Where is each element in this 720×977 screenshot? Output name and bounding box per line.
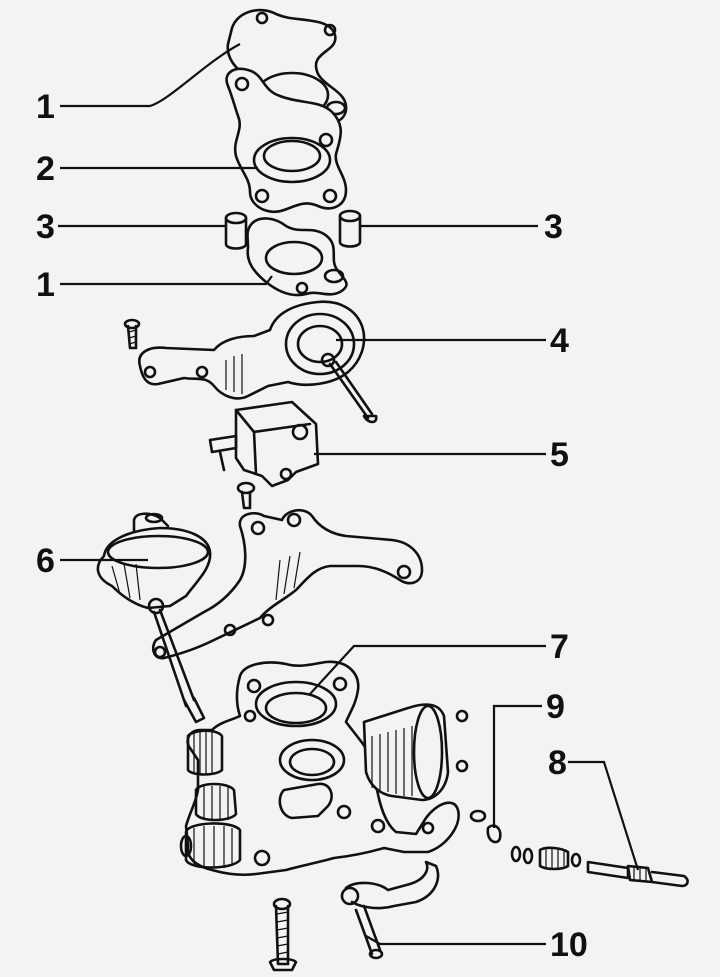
callout-labels: 1 2 3 3 1 4 5 6 7 9 8 10 <box>36 88 588 964</box>
callout-6: 6 <box>36 542 55 580</box>
callout-3-left: 3 <box>36 208 55 246</box>
leader-lines <box>58 43 640 946</box>
callout-2: 2 <box>36 150 55 188</box>
leader-1a <box>60 43 241 108</box>
vacuum-unit-with-bracket <box>96 508 424 724</box>
callout-1-upper: 1 <box>36 88 55 126</box>
screw-middle <box>236 481 256 510</box>
bracket-with-pulldown-diaphragm <box>138 300 378 424</box>
callout-9: 9 <box>546 688 565 726</box>
callout-3-right: 3 <box>544 208 563 246</box>
leader-7 <box>309 644 546 695</box>
callout-8: 8 <box>548 744 567 782</box>
leader-10 <box>365 935 546 946</box>
leader-9 <box>492 704 542 828</box>
spacer-sleeve-right <box>338 209 362 248</box>
callout-4: 4 <box>550 322 569 360</box>
lower-gasket <box>246 217 348 297</box>
long-mounting-screw <box>268 897 298 972</box>
leader-8 <box>568 760 640 871</box>
idle-mixture-screw <box>510 845 689 888</box>
spacer-sleeve-left <box>224 211 248 250</box>
throttle-body <box>179 660 469 877</box>
valve-block <box>208 400 320 488</box>
idle-seal-ring <box>469 809 502 844</box>
callout-7: 7 <box>550 628 569 666</box>
callout-10: 10 <box>550 926 588 964</box>
insulator-flange <box>225 67 348 213</box>
callout-1-lower: 1 <box>36 266 55 304</box>
leader-1b <box>60 275 273 286</box>
callout-5: 5 <box>550 436 569 474</box>
screw-upper <box>123 318 141 350</box>
